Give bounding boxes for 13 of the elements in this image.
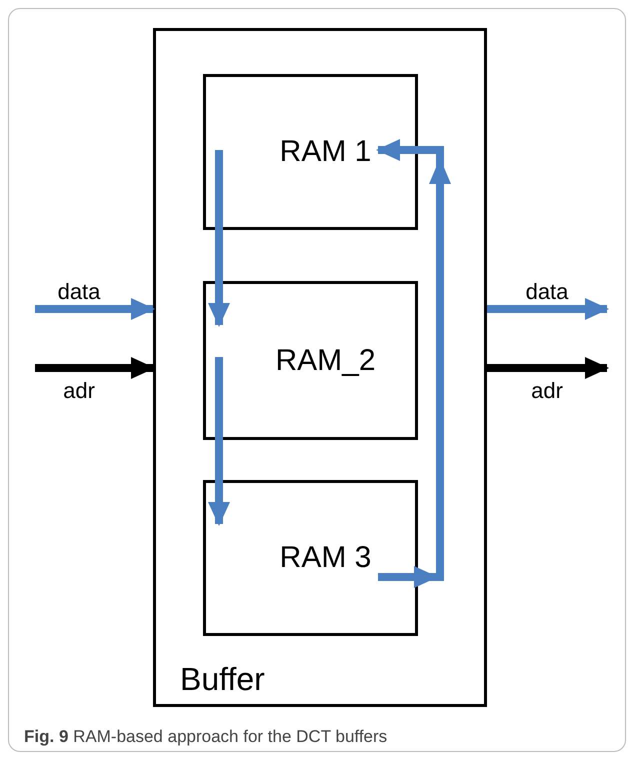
figure-caption: Fig. 9 RAM-based approach for the DCT buffers bbox=[24, 727, 388, 747]
edge-label: adr bbox=[63, 378, 95, 404]
block-label: RAM 1 bbox=[280, 135, 372, 169]
memory-block bbox=[203, 281, 418, 440]
block-label: Buffer bbox=[180, 661, 265, 698]
edge-label: data bbox=[58, 279, 100, 305]
edge-label: data bbox=[526, 279, 568, 305]
edge-label: adr bbox=[531, 378, 563, 404]
block-label: RAM 3 bbox=[280, 541, 372, 575]
block-label: RAM_2 bbox=[275, 344, 376, 378]
memory-block bbox=[203, 480, 418, 636]
buffer-block bbox=[153, 28, 487, 707]
memory-block bbox=[203, 74, 418, 230]
